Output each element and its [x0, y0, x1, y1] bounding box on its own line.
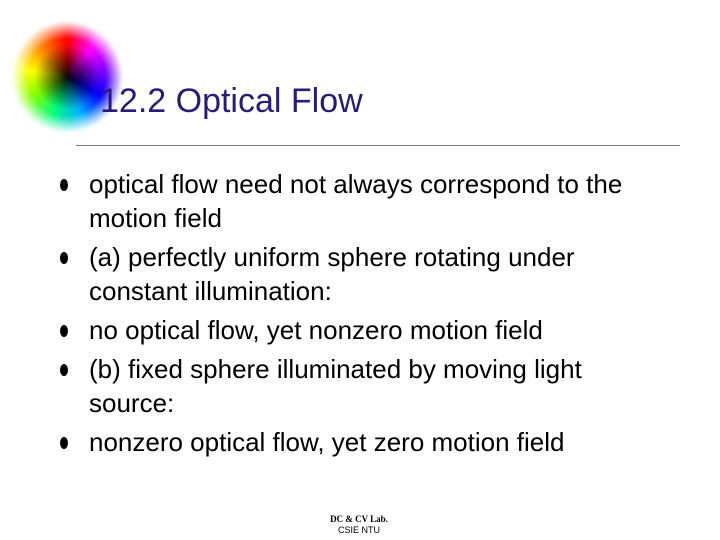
color-wheel-logo: [12, 22, 122, 132]
bullet-item: nonzero optical flow, yet zero motion fi…: [60, 425, 660, 459]
slide-title: 12.2 Optical Flow: [100, 82, 363, 120]
bullet-item: optical flow need not always correspond …: [60, 167, 660, 235]
bullet-item: no optical flow, yet nonzero motion fiel…: [60, 313, 660, 347]
title-divider: [76, 145, 680, 146]
bullet-list: optical flow need not always correspond …: [60, 167, 660, 464]
bullet-text: (b) fixed sphere illuminated by moving l…: [89, 354, 582, 418]
bullet-text: nonzero optical flow, yet zero motion fi…: [89, 427, 565, 457]
bullet-dot-icon: [60, 364, 68, 376]
bullet-text: (a) perfectly uniform sphere rotating un…: [89, 242, 575, 306]
bullet-dot-icon: [60, 252, 68, 264]
footer: DC & CV Lab. CSIE NTU: [300, 514, 418, 536]
bullet-text: optical flow need not always correspond …: [89, 169, 623, 233]
bullet-item: (b) fixed sphere illuminated by moving l…: [60, 352, 660, 420]
footer-department: CSIE NTU: [337, 525, 380, 535]
bullet-dot-icon: [60, 325, 68, 337]
bullet-dot-icon: [60, 179, 68, 191]
bullet-text: no optical flow, yet nonzero motion fiel…: [89, 315, 543, 345]
bullet-dot-icon: [60, 437, 68, 449]
footer-lab-name: DC & CV Lab.: [330, 514, 388, 524]
bullet-item: (a) perfectly uniform sphere rotating un…: [60, 240, 660, 308]
